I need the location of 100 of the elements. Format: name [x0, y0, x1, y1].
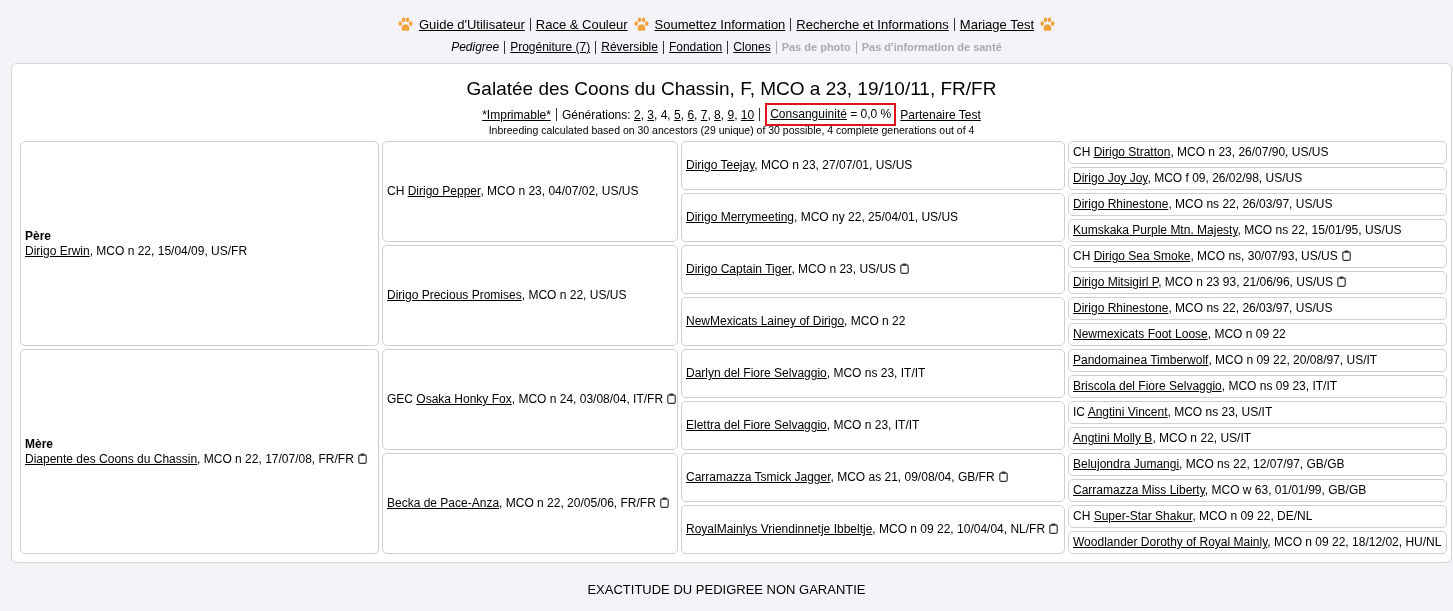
highlight-box	[765, 103, 897, 126]
cell-heading: Père	[25, 228, 52, 243]
cat-name-link: Darlyn del Fiore Selvaggio	[686, 366, 827, 380]
pedigree-entry: GEC Osaka Honky Fox, MCO n 24, 03/08/04, IT/FR	[387, 392, 664, 406]
cat-name-link: Briscola del Fiore Selvaggio	[1073, 379, 1222, 393]
nav-link: Recherche et Informations	[796, 16, 949, 32]
cat-name-link: Dirigo Captain Tiger	[686, 262, 792, 276]
nav-link: Progéniture (7)	[510, 40, 591, 54]
cat-name-link: Dirigo Merrymeeting	[686, 210, 795, 224]
pedigree-entry: CH Dirigo Sea Smoke, MCO ns, 30/07/93, US/US	[1073, 249, 1338, 263]
pedigree-cell	[1068, 349, 1447, 372]
pedigree-entry: Briscola del Fiore Selvaggio, MCO ns 09 23, IT/IT	[1073, 379, 1338, 393]
pedigree-cell	[1068, 479, 1447, 502]
pedigree-cell	[681, 453, 1065, 502]
pedigree-entry: Pandomainea Timberwolf, MCO n 09 22, 20/08/97, US/IT	[1073, 353, 1378, 367]
pedigree-cell	[1068, 453, 1447, 476]
cat-name-link: Super-Star Shakur	[1093, 509, 1193, 523]
pedigree-entry: RoyalMainlys Vriendinnetje Ibbeltje, MCO n 09 22, 10/04/04, NL/FR	[686, 522, 1046, 536]
unavailable-option: Pas de photo	[781, 41, 851, 53]
pedigree-cell	[1068, 323, 1447, 346]
pedigree-entry: Dirigo Precious Promises, MCO n 22, US/US	[387, 288, 627, 302]
pedigree-entry: Belujondra Jumangi, MCO ns 22, 12/07/97, GB/GB	[1073, 457, 1345, 471]
pedigree-cell	[681, 245, 1065, 294]
cat-name-link: Newmexicats Foot Loose	[1073, 327, 1208, 341]
cat-name-link: Carramazza Miss Liberty	[1073, 483, 1205, 497]
inbreeding-note: Inbreeding calculated based on 30 ancestors (29 unique) of 30 possible, 4 complete generations out of 4	[488, 123, 975, 136]
pedigree-entry: Dirigo Captain Tiger, MCO n 23, US/US	[686, 262, 897, 276]
pedigree-cell	[382, 349, 678, 450]
inbreeding-value: Consanguinité = 0,0 %	[770, 107, 892, 121]
pedigree-entry: Angtini Molly B, MCO n 22, US/IT	[1073, 431, 1252, 445]
pedigree-cell	[20, 349, 379, 554]
generations-text: Générations: 2, 3, 4, 5, 6, 7, 8, 9, 10	[561, 107, 755, 122]
pedigree-cell	[1068, 193, 1447, 216]
pedigree-entry: Carramazza Miss Liberty, MCO w 63, 01/01/99, GB/GB	[1073, 483, 1367, 497]
pedigree-cell	[1068, 401, 1447, 424]
pedigree-cell	[1068, 141, 1447, 164]
pedigree-cell	[20, 141, 379, 346]
cat-name-link: Dirigo Pepper	[407, 184, 481, 198]
pedigree-entry: Dirigo Erwin, MCO n 22, 15/04/09, US/FR	[25, 243, 248, 258]
pedigree-cell	[1068, 375, 1447, 398]
pedigree-cell	[1068, 505, 1447, 528]
cat-name-link: Dirigo Mitsigirl P	[1073, 275, 1159, 289]
nav-link: Soumettez Information	[654, 16, 786, 32]
pedigree-entry: IC Angtini Vincent, MCO ns 23, US/IT	[1073, 405, 1273, 419]
pedigree-entry: CH Super-Star Shakur, MCO n 09 22, DE/NL	[1073, 509, 1313, 523]
pedigree-cell	[1068, 427, 1447, 450]
generation-link: 7	[700, 107, 708, 122]
pedigree-entry: Dirigo Rhinestone, MCO ns 22, 26/03/97, US/US	[1073, 197, 1333, 211]
pedigree-entry: CH Dirigo Pepper, MCO n 23, 04/07/02, US/US	[387, 184, 639, 198]
pedigree-cell	[681, 349, 1065, 398]
pedigree-entry: Carramazza Tsmick Jagger, MCO as 21, 09/08/04, GB/FR	[686, 470, 995, 484]
nav-link: Clones	[733, 40, 771, 54]
cat-name-link: Elettra del Fiore Selvaggio	[686, 418, 827, 432]
pedigree-cell	[681, 141, 1065, 190]
page-title: Galatée des Coons du Chassin, F, MCO a 23, 19/10/11, FR/FR	[466, 78, 997, 100]
pedigree-cell	[1068, 297, 1447, 320]
pedigree-entry: Woodlander Dorothy of Royal Mainly, MCO n 09 22, 18/12/02, HU/NL	[1073, 535, 1442, 549]
pedigree-entry: Becka de Pace-Anza, MCO n 22, 20/05/06, FR/FR	[387, 496, 656, 510]
cat-name-link: Dirigo Precious Promises	[387, 288, 522, 302]
pedigree-cell	[382, 453, 678, 554]
pedigree-entry: Elettra del Fiore Selvaggio, MCO n 23, IT/IT	[686, 418, 920, 432]
partner-test-link: Partenaire Test	[900, 107, 981, 122]
generation-link: 5	[674, 107, 681, 122]
pedigree-entry: Dirigo Mitsigirl P, MCO n 23 93, 21/06/96, US/US	[1073, 275, 1333, 289]
generation-link: 2	[633, 107, 641, 122]
nav-link: Fondation	[668, 40, 723, 54]
disclaimer-text: EXACTITUDE DU PEDIGREE NON GARANTIE	[587, 582, 866, 597]
generation-link: 8	[714, 107, 721, 122]
pedigree-entry: Dirigo Rhinestone, MCO ns 22, 26/03/97, US/US	[1073, 301, 1333, 315]
inbreeding-link: Consanguinité	[770, 107, 847, 121]
nav-link: Guide d'Utilisateur	[418, 16, 525, 32]
pedigree-cell	[681, 505, 1065, 554]
generation-link: 3	[647, 107, 654, 122]
pedigree-cell	[681, 193, 1065, 242]
pedigree-entry: Diapente des Coons du Chassin, MCO n 22, 17/07/08, FR/FR	[25, 451, 354, 466]
pedigree-cell	[1068, 531, 1447, 554]
pedigree-entry: Dirigo Merrymeeting, MCO ny 22, 25/04/01, US/US	[686, 210, 959, 224]
cat-name-link: Carramazza Tsmick Jagger	[686, 470, 831, 484]
pedigree-cell	[1068, 245, 1447, 268]
cell-heading: Mère	[25, 436, 53, 451]
generation-link: 10	[740, 107, 755, 122]
current-page-label: Pedigree	[451, 40, 500, 54]
pedigree-entry: Dirigo Joy Joy, MCO f 09, 26/02/98, US/US	[1073, 171, 1303, 185]
pedigree-cell	[382, 245, 678, 346]
cat-name-link: Pandomainea Timberwolf	[1073, 353, 1209, 367]
nav-link: Réversible	[601, 40, 658, 54]
pedigree-entry: CH Dirigo Stratton, MCO n 23, 26/07/90, US/US	[1073, 145, 1329, 159]
pedigree-cell	[382, 141, 678, 242]
nav-link: Race & Couleur	[535, 16, 628, 32]
pedigree-entry: Newmexicats Foot Loose, MCO n 09 22	[1073, 327, 1286, 341]
pedigree-entry: Kumskaka Purple Mtn. Majesty, MCO ns 22, 15/01/95, US/US	[1073, 223, 1402, 237]
cat-name-link: Osaka Honky Fox	[416, 392, 512, 406]
pedigree-entry: Darlyn del Fiore Selvaggio, MCO ns 23, IT/IT	[686, 366, 926, 380]
cat-name-link: Dirigo Erwin	[25, 243, 90, 258]
nav-link: Mariage Test	[959, 16, 1034, 32]
pedigree-cell	[1068, 219, 1447, 242]
cat-name-link: Angtini Vincent	[1087, 405, 1168, 419]
pedigree-cell	[681, 401, 1065, 450]
unavailable-option: Pas d'information de santé	[861, 41, 1002, 53]
pedigree-cell	[1068, 167, 1447, 190]
